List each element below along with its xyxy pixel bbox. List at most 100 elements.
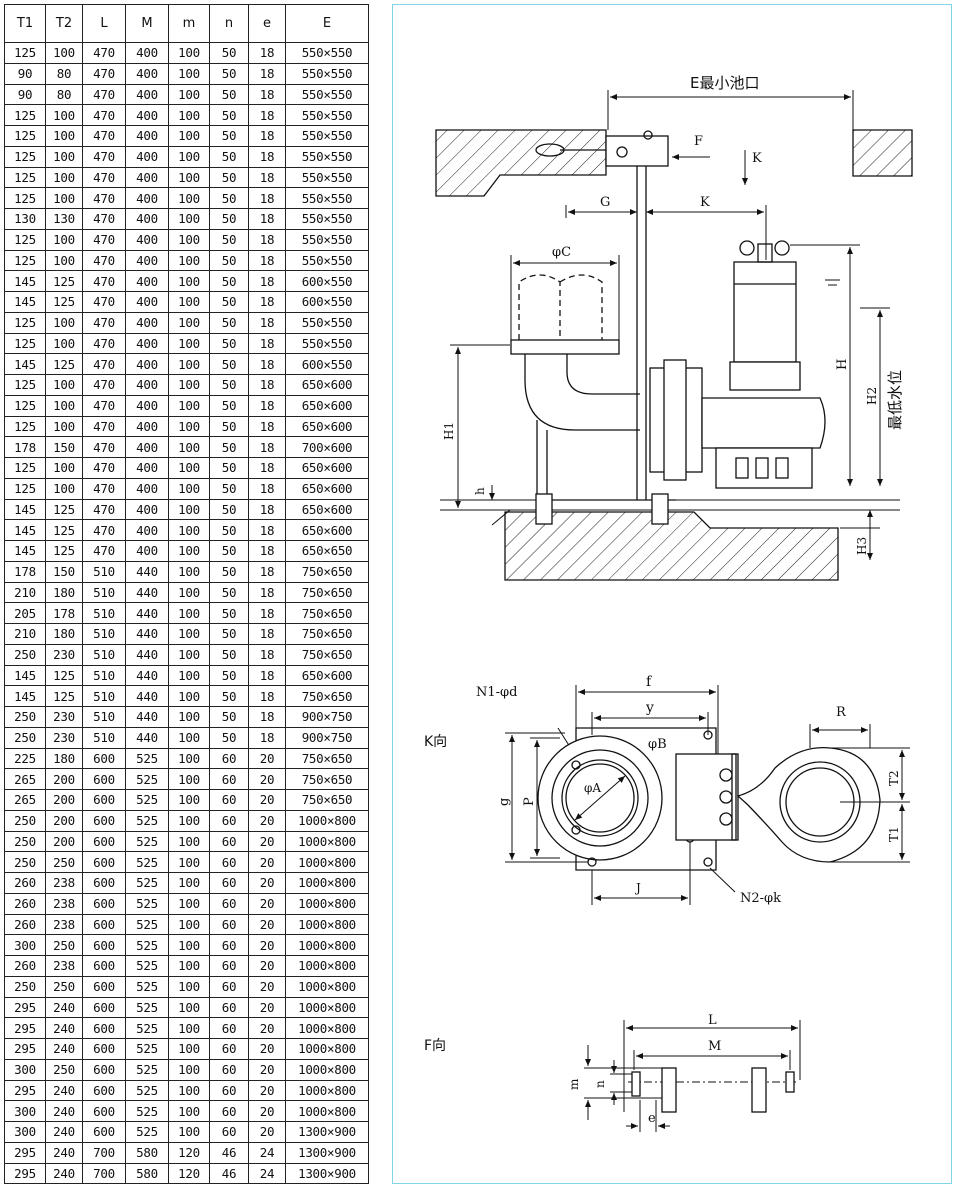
table-cell: 470 — [82, 415, 126, 438]
column-header: E — [285, 4, 369, 43]
table-cell: 90 — [4, 62, 46, 85]
table-cell: 18 — [248, 498, 286, 521]
table-cell: 18 — [248, 270, 286, 292]
table-cell: 260 — [4, 872, 46, 894]
table-cell: 525 — [125, 913, 169, 936]
table-cell: 18 — [248, 291, 286, 313]
table-cell: 50 — [209, 187, 249, 209]
table-cell: 400 — [125, 145, 169, 168]
table-cell: 125 — [4, 42, 46, 64]
label-g: G — [600, 195, 610, 210]
table-cell: 130 — [4, 208, 46, 230]
table-cell: 1000×800 — [285, 934, 369, 956]
table-cell: 400 — [125, 228, 169, 251]
table-cell: 20 — [248, 1121, 286, 1143]
table-cell: 400 — [125, 270, 169, 292]
table-cell: 50 — [209, 353, 249, 375]
table-cell: 600 — [82, 955, 126, 977]
table-cell: 295 — [4, 996, 46, 1019]
table-cell: 400 — [125, 311, 169, 334]
table-cell: 20 — [248, 747, 286, 770]
table-cell: 470 — [82, 187, 126, 209]
table-cell: 50 — [209, 249, 249, 272]
table-cell: 600 — [82, 892, 126, 915]
volute — [736, 747, 881, 863]
label-h1: H1 — [442, 422, 456, 440]
table-cell: 18 — [248, 332, 286, 355]
table-cell: 60 — [209, 747, 249, 770]
table-cell: 200 — [45, 830, 83, 853]
table-cell: 400 — [125, 208, 169, 230]
label-h2: H2 — [865, 387, 879, 405]
table-cell: 18 — [248, 228, 286, 251]
table-cell: 20 — [248, 1100, 286, 1122]
table-cell: 18 — [248, 602, 286, 624]
table-cell: 400 — [125, 332, 169, 355]
table-cell: 600 — [82, 1038, 126, 1060]
table-cell: 50 — [209, 228, 249, 251]
table-cell: 50 — [209, 560, 249, 583]
label-phi-b: φB — [648, 737, 667, 752]
table-cell: 145 — [4, 291, 46, 313]
label-m-upper: M — [708, 1039, 721, 1054]
table-cell: 440 — [125, 623, 169, 645]
table-cell: 100 — [168, 809, 210, 832]
table-cell: 600×550 — [285, 270, 369, 292]
table-cell: 178 — [4, 560, 46, 583]
table-cell: 18 — [248, 415, 286, 438]
table-cell: 295 — [4, 1141, 46, 1164]
table-cell: 46 — [209, 1162, 249, 1185]
table-cell: 50 — [209, 125, 249, 147]
table-cell: 470 — [82, 353, 126, 375]
table-cell: 260 — [4, 913, 46, 936]
label-y: y — [645, 700, 654, 716]
table-cell: 238 — [45, 872, 83, 894]
table-cell: 20 — [248, 851, 286, 873]
table-cell: 470 — [82, 394, 126, 417]
table-cell: 125 — [45, 353, 83, 375]
table-cell: 100 — [168, 228, 210, 251]
table-cell: 250 — [4, 851, 46, 873]
table-cell: 230 — [45, 706, 83, 728]
table-cell: 100 — [45, 415, 83, 438]
table-cell: 550×550 — [285, 104, 369, 126]
table-cell: 100 — [168, 830, 210, 853]
table-cell: 100 — [168, 623, 210, 645]
table-cell: 1300×900 — [285, 1141, 369, 1164]
table-cell: 200 — [45, 809, 83, 832]
table-cell: 145 — [4, 664, 46, 687]
table-cell: 100 — [168, 1058, 210, 1081]
table-cell: 238 — [45, 955, 83, 977]
table-cell: 20 — [248, 913, 286, 936]
table-cell: 470 — [82, 83, 126, 106]
table-cell: 125 — [45, 291, 83, 313]
table-cell: 470 — [82, 519, 126, 541]
table-cell: 470 — [82, 125, 126, 147]
table-cell: 205 — [4, 602, 46, 624]
table-cell: 400 — [125, 62, 169, 85]
table-cell: 300 — [4, 934, 46, 956]
table-cell: 550×550 — [285, 228, 369, 251]
table-cell: 100 — [168, 892, 210, 915]
table-cell: 550×550 — [285, 249, 369, 272]
table-cell: 180 — [45, 747, 83, 770]
table-cell: 525 — [125, 768, 169, 790]
table-cell: 100 — [45, 374, 83, 396]
table-cell: 20 — [248, 1038, 286, 1060]
table-cell: 50 — [209, 540, 249, 562]
table-cell: 260 — [4, 955, 46, 977]
table-cell: 18 — [248, 436, 286, 458]
table-cell: 18 — [248, 311, 286, 334]
table-cell: 295 — [4, 1017, 46, 1039]
table-cell: 50 — [209, 166, 249, 189]
table-cell: 100 — [168, 1100, 210, 1122]
top-bracket — [605, 135, 669, 167]
table-cell: 125 — [4, 457, 46, 479]
table-cell: 525 — [125, 830, 169, 853]
